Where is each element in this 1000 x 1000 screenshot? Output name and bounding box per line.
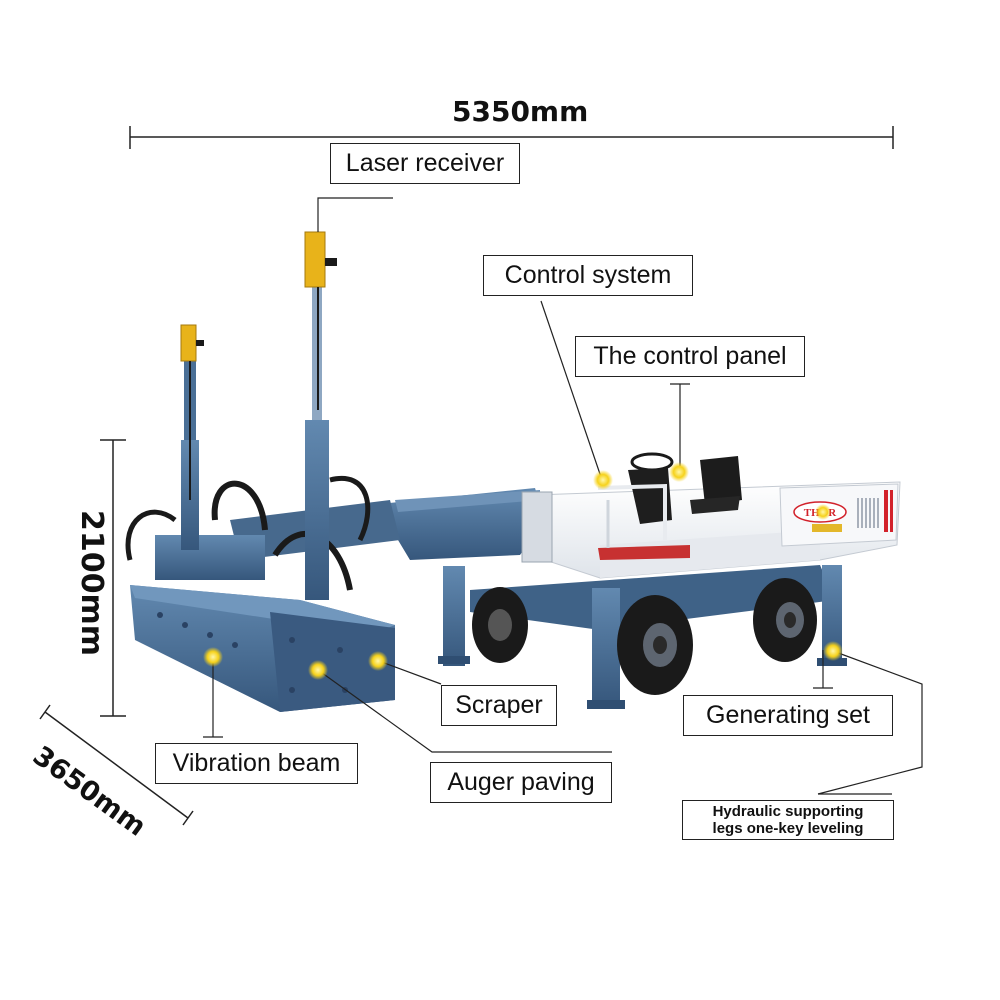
marker-control-system — [593, 470, 613, 490]
control-console — [628, 468, 672, 524]
length-dimension: 5350mm — [452, 95, 589, 128]
rear-leg-front — [592, 588, 620, 706]
label-control-panel: The control panel — [575, 336, 805, 377]
machine-body: THOR — [438, 452, 901, 709]
highlight-markers — [203, 462, 843, 680]
wheel-rear-left — [472, 587, 528, 663]
width-dimension-line — [44, 711, 189, 819]
label-hydraulic-legs-line1: Hydraulic supporting — [712, 803, 864, 820]
wheel-front-left — [617, 595, 693, 695]
dimension-lines — [39, 126, 894, 826]
label-auger-paving: Auger paving — [430, 762, 612, 803]
rear-leg-left — [443, 566, 465, 666]
height-dimension: 2100mm — [74, 510, 109, 657]
marker-generating-set — [815, 504, 831, 520]
marker-scraper — [368, 651, 388, 671]
marker-auger-paving — [308, 660, 328, 680]
rear-leg-right — [822, 565, 842, 665]
label-control-system: Control system — [483, 255, 693, 296]
laser-receiver-left — [180, 324, 197, 362]
label-scraper: Scraper — [441, 685, 557, 726]
leader-lines — [203, 197, 923, 795]
label-hydraulic-legs: Hydraulic supporting legs one-key leveli… — [682, 800, 894, 840]
label-vibration-beam: Vibration beam — [155, 743, 358, 784]
laser-masts — [180, 231, 337, 600]
label-laser-receiver: Laser receiver — [330, 143, 520, 184]
operator-seat — [700, 456, 742, 505]
screed-head — [125, 475, 395, 712]
steering-wheel — [630, 452, 674, 472]
label-hydraulic-legs-line2: legs one-key leveling — [712, 820, 864, 837]
wheel-front-right — [753, 578, 817, 662]
laser-receiver-right — [304, 231, 326, 288]
marker-vibration-beam — [203, 647, 223, 667]
marker-hydraulic-leg — [823, 641, 843, 661]
marker-control-panel — [669, 462, 689, 482]
label-generating-set: Generating set — [683, 695, 893, 736]
